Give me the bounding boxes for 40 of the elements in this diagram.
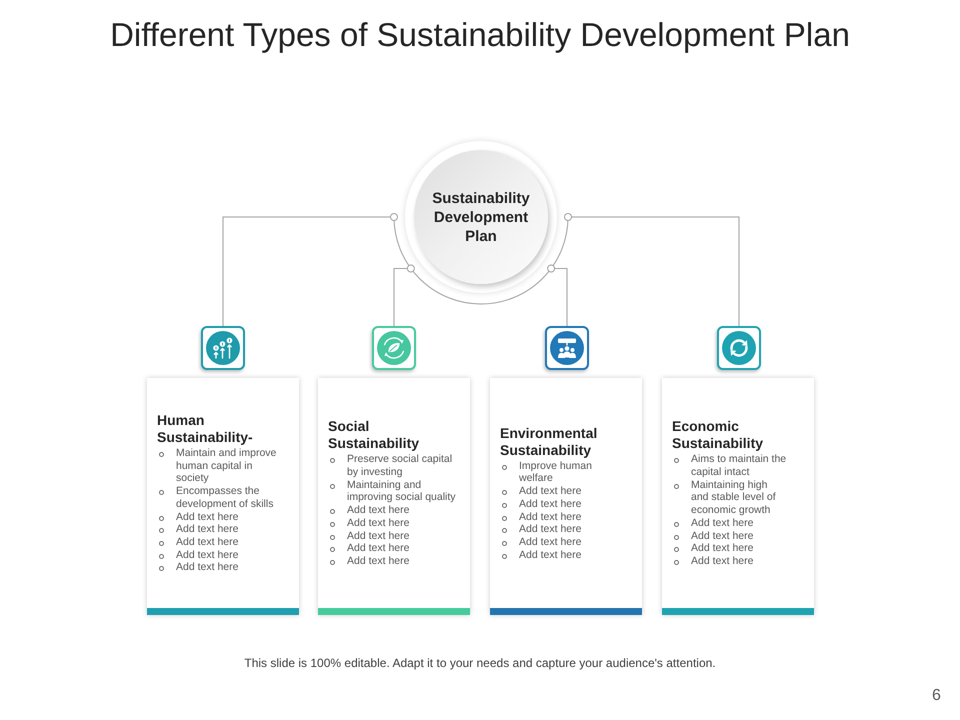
card-heading: Social Sustainability: [328, 418, 420, 452]
bullet-text: Aims to maintain the capital intact: [691, 453, 787, 479]
content-card: [490, 378, 642, 615]
connector-line: [222, 216, 391, 326]
bullet-text: Add text here: [176, 548, 240, 562]
bullet-text: Add text here: [347, 542, 410, 555]
bullet-text: Add text here: [519, 485, 582, 498]
bullet-text: Encompasses the development of skills: [176, 485, 274, 510]
content-card: [662, 378, 814, 615]
bullet-text: Add text here: [176, 561, 240, 574]
page-number: 6: [932, 686, 941, 706]
bullet-text: Add text here: [519, 510, 582, 524]
bullet-text: Add text here: [347, 530, 410, 542]
bullet-text: Maintain and improve human capital in society: [176, 446, 278, 486]
card-heading: Human Sustainability-: [157, 412, 254, 446]
bullet-text: Add text here: [519, 498, 582, 510]
bullet-text: Preserve social capital by investing: [347, 453, 454, 479]
bullet-text: Add text here: [691, 554, 754, 568]
bullet-text: Maintaining high and stable level of economic growth: [691, 478, 777, 517]
bullet-text: Add text here: [519, 548, 582, 562]
bullet-text: Add text here: [176, 510, 240, 524]
connector-line: [571, 216, 740, 326]
bullet-text: Add text here: [176, 536, 240, 549]
slide-title: Different Types of Sustainability Development Plan: [110, 15, 850, 55]
card-heading: Economic Sustainability: [672, 418, 764, 452]
content-card: [318, 378, 470, 615]
footer-note: This slide is 100% editable. Adapt it to your needs and capture your audience's attention.: [244, 655, 716, 671]
bullet-text: Add text here: [691, 516, 754, 530]
bullet-text: Add text here: [347, 554, 410, 568]
bullet-text: Maintaining and improving social quality: [347, 478, 457, 504]
content-card: [147, 378, 299, 615]
bullet-text: Add text here: [347, 516, 410, 530]
bullet-text: Add text here: [176, 523, 240, 536]
bullet-text: Add text here: [519, 536, 582, 549]
bullet-text: Add text here: [691, 542, 754, 555]
bullet-text: Improve human welfare: [519, 460, 593, 486]
card-heading: Environmental Sustainability: [500, 424, 598, 459]
bullet-text: Add text here: [691, 530, 754, 542]
bullet-text: Add text here: [519, 523, 582, 536]
bullet-text: Add text here: [347, 504, 410, 517]
